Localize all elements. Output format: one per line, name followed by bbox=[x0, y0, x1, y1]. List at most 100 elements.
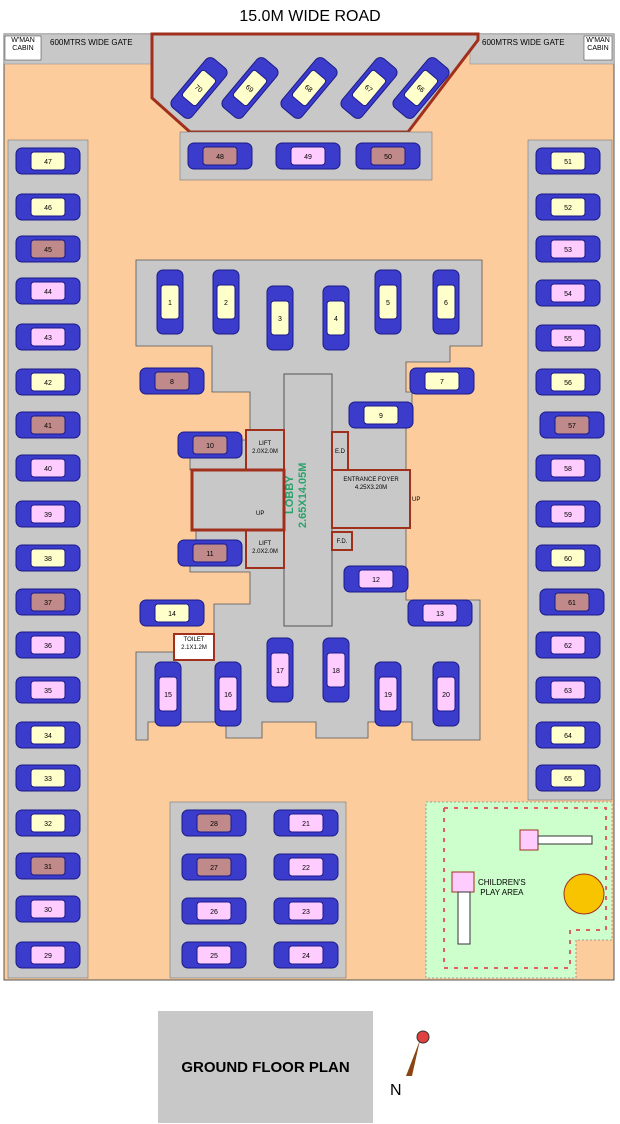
car-number: 40 bbox=[44, 466, 52, 473]
car-number: 55 bbox=[564, 336, 572, 343]
car-17: 17 bbox=[266, 637, 294, 703]
toilet-box bbox=[173, 633, 215, 661]
car-number: 67 bbox=[363, 84, 374, 94]
car-46: 46 bbox=[15, 193, 81, 221]
car-54: 54 bbox=[535, 279, 601, 307]
play-area-border bbox=[443, 807, 607, 969]
car-number: 50 bbox=[384, 154, 392, 161]
north-arrow-tip-icon bbox=[416, 1030, 430, 1044]
staircase-box bbox=[190, 468, 286, 532]
north-arrow-icon bbox=[406, 1040, 420, 1076]
car-number: 3 bbox=[278, 316, 282, 323]
car-number: 32 bbox=[44, 821, 52, 828]
car-number: 21 bbox=[302, 821, 310, 828]
car-number: 49 bbox=[304, 154, 312, 161]
car-24: 24 bbox=[273, 941, 339, 969]
car-42: 42 bbox=[15, 368, 81, 396]
lift-top-box bbox=[245, 429, 285, 471]
car-number: 59 bbox=[564, 512, 572, 519]
car-number: 37 bbox=[44, 600, 52, 607]
car-3: 3 bbox=[266, 285, 294, 351]
car-60: 60 bbox=[535, 544, 601, 572]
car-25: 25 bbox=[181, 941, 247, 969]
car-number: 26 bbox=[210, 909, 218, 916]
car-number: 33 bbox=[44, 776, 52, 783]
lift-top-label: LIFT 2.0X2.0M bbox=[252, 441, 278, 455]
play-area bbox=[425, 801, 613, 979]
car-number: 23 bbox=[302, 909, 310, 916]
car-number: 45 bbox=[44, 247, 52, 254]
car-number: 13 bbox=[436, 611, 444, 618]
road-label: 15.0M WIDE ROAD bbox=[239, 8, 381, 25]
car-number: 24 bbox=[302, 953, 310, 960]
car-number: 64 bbox=[564, 733, 572, 740]
car-number: 6 bbox=[444, 300, 448, 307]
car-number: 10 bbox=[206, 443, 214, 450]
car-number: 57 bbox=[568, 423, 576, 430]
car-number: 52 bbox=[564, 205, 572, 212]
car-number: 56 bbox=[564, 380, 572, 387]
car-29: 29 bbox=[15, 941, 81, 969]
car-number: 35 bbox=[44, 688, 52, 695]
gate-right-label: 600MTRS WIDE GATE bbox=[482, 38, 565, 47]
car-number: 34 bbox=[44, 733, 52, 740]
car-1: 1 bbox=[156, 269, 184, 335]
car-number: 16 bbox=[224, 692, 232, 699]
car-number: 30 bbox=[44, 907, 52, 914]
car-15: 15 bbox=[154, 661, 182, 727]
toilet-label: TOILET 2.1X1.2M bbox=[181, 637, 207, 651]
car-number: 27 bbox=[210, 865, 218, 872]
car-34: 34 bbox=[15, 721, 81, 749]
car-number: 15 bbox=[164, 692, 172, 699]
car-49: 49 bbox=[275, 142, 341, 170]
car-39: 39 bbox=[15, 500, 81, 528]
slide-top-ramp bbox=[537, 835, 593, 845]
car-number: 11 bbox=[206, 551, 213, 558]
car-13: 13 bbox=[407, 599, 473, 627]
car-number: 12 bbox=[372, 577, 380, 584]
car-number: 41 bbox=[44, 423, 52, 430]
car-number: 46 bbox=[44, 205, 52, 212]
car-number: 2 bbox=[224, 300, 228, 307]
car-number: 63 bbox=[564, 688, 572, 695]
gate-left-label: 600MTRS WIDE GATE bbox=[50, 38, 133, 47]
car-69: 69 bbox=[221, 57, 279, 119]
car-62: 62 bbox=[535, 631, 601, 659]
car-19: 19 bbox=[374, 661, 402, 727]
slide-left-ramp bbox=[457, 891, 471, 945]
merry-go-round bbox=[563, 873, 605, 915]
car-number: 14 bbox=[168, 611, 176, 618]
car-33: 33 bbox=[15, 764, 81, 792]
car-8: 8 bbox=[139, 367, 205, 395]
lobby-box bbox=[283, 373, 333, 627]
car-5: 5 bbox=[374, 269, 402, 335]
car-18: 18 bbox=[322, 637, 350, 703]
car-number: 31 bbox=[44, 864, 52, 871]
car-10: 10 bbox=[177, 431, 243, 459]
foyer-up-label: UP bbox=[412, 497, 421, 503]
car-66: 66 bbox=[392, 57, 450, 119]
car-58: 58 bbox=[535, 454, 601, 482]
car-number: 29 bbox=[44, 953, 52, 960]
car-2: 2 bbox=[212, 269, 240, 335]
car-11: 11 bbox=[177, 539, 243, 567]
car-number: 20 bbox=[442, 692, 450, 699]
fd-label: F.D. bbox=[336, 539, 348, 545]
cabin-right-box bbox=[583, 35, 613, 61]
car-number: 25 bbox=[210, 953, 218, 960]
car-56: 56 bbox=[535, 368, 601, 396]
car-64: 64 bbox=[535, 721, 601, 749]
car-20: 20 bbox=[432, 661, 460, 727]
cabin-left-box bbox=[4, 35, 42, 61]
car-9: 9 bbox=[348, 401, 414, 429]
car-number: 22 bbox=[302, 865, 310, 872]
car-number: 36 bbox=[44, 643, 52, 650]
car-number: 19 bbox=[384, 692, 392, 699]
car-16: 16 bbox=[214, 661, 242, 727]
car-57: 57 bbox=[539, 411, 605, 439]
stair-up-label: UP bbox=[256, 511, 265, 517]
car-48: 48 bbox=[187, 142, 253, 170]
car-number: 18 bbox=[332, 668, 340, 675]
car-number: 1 bbox=[168, 300, 172, 307]
